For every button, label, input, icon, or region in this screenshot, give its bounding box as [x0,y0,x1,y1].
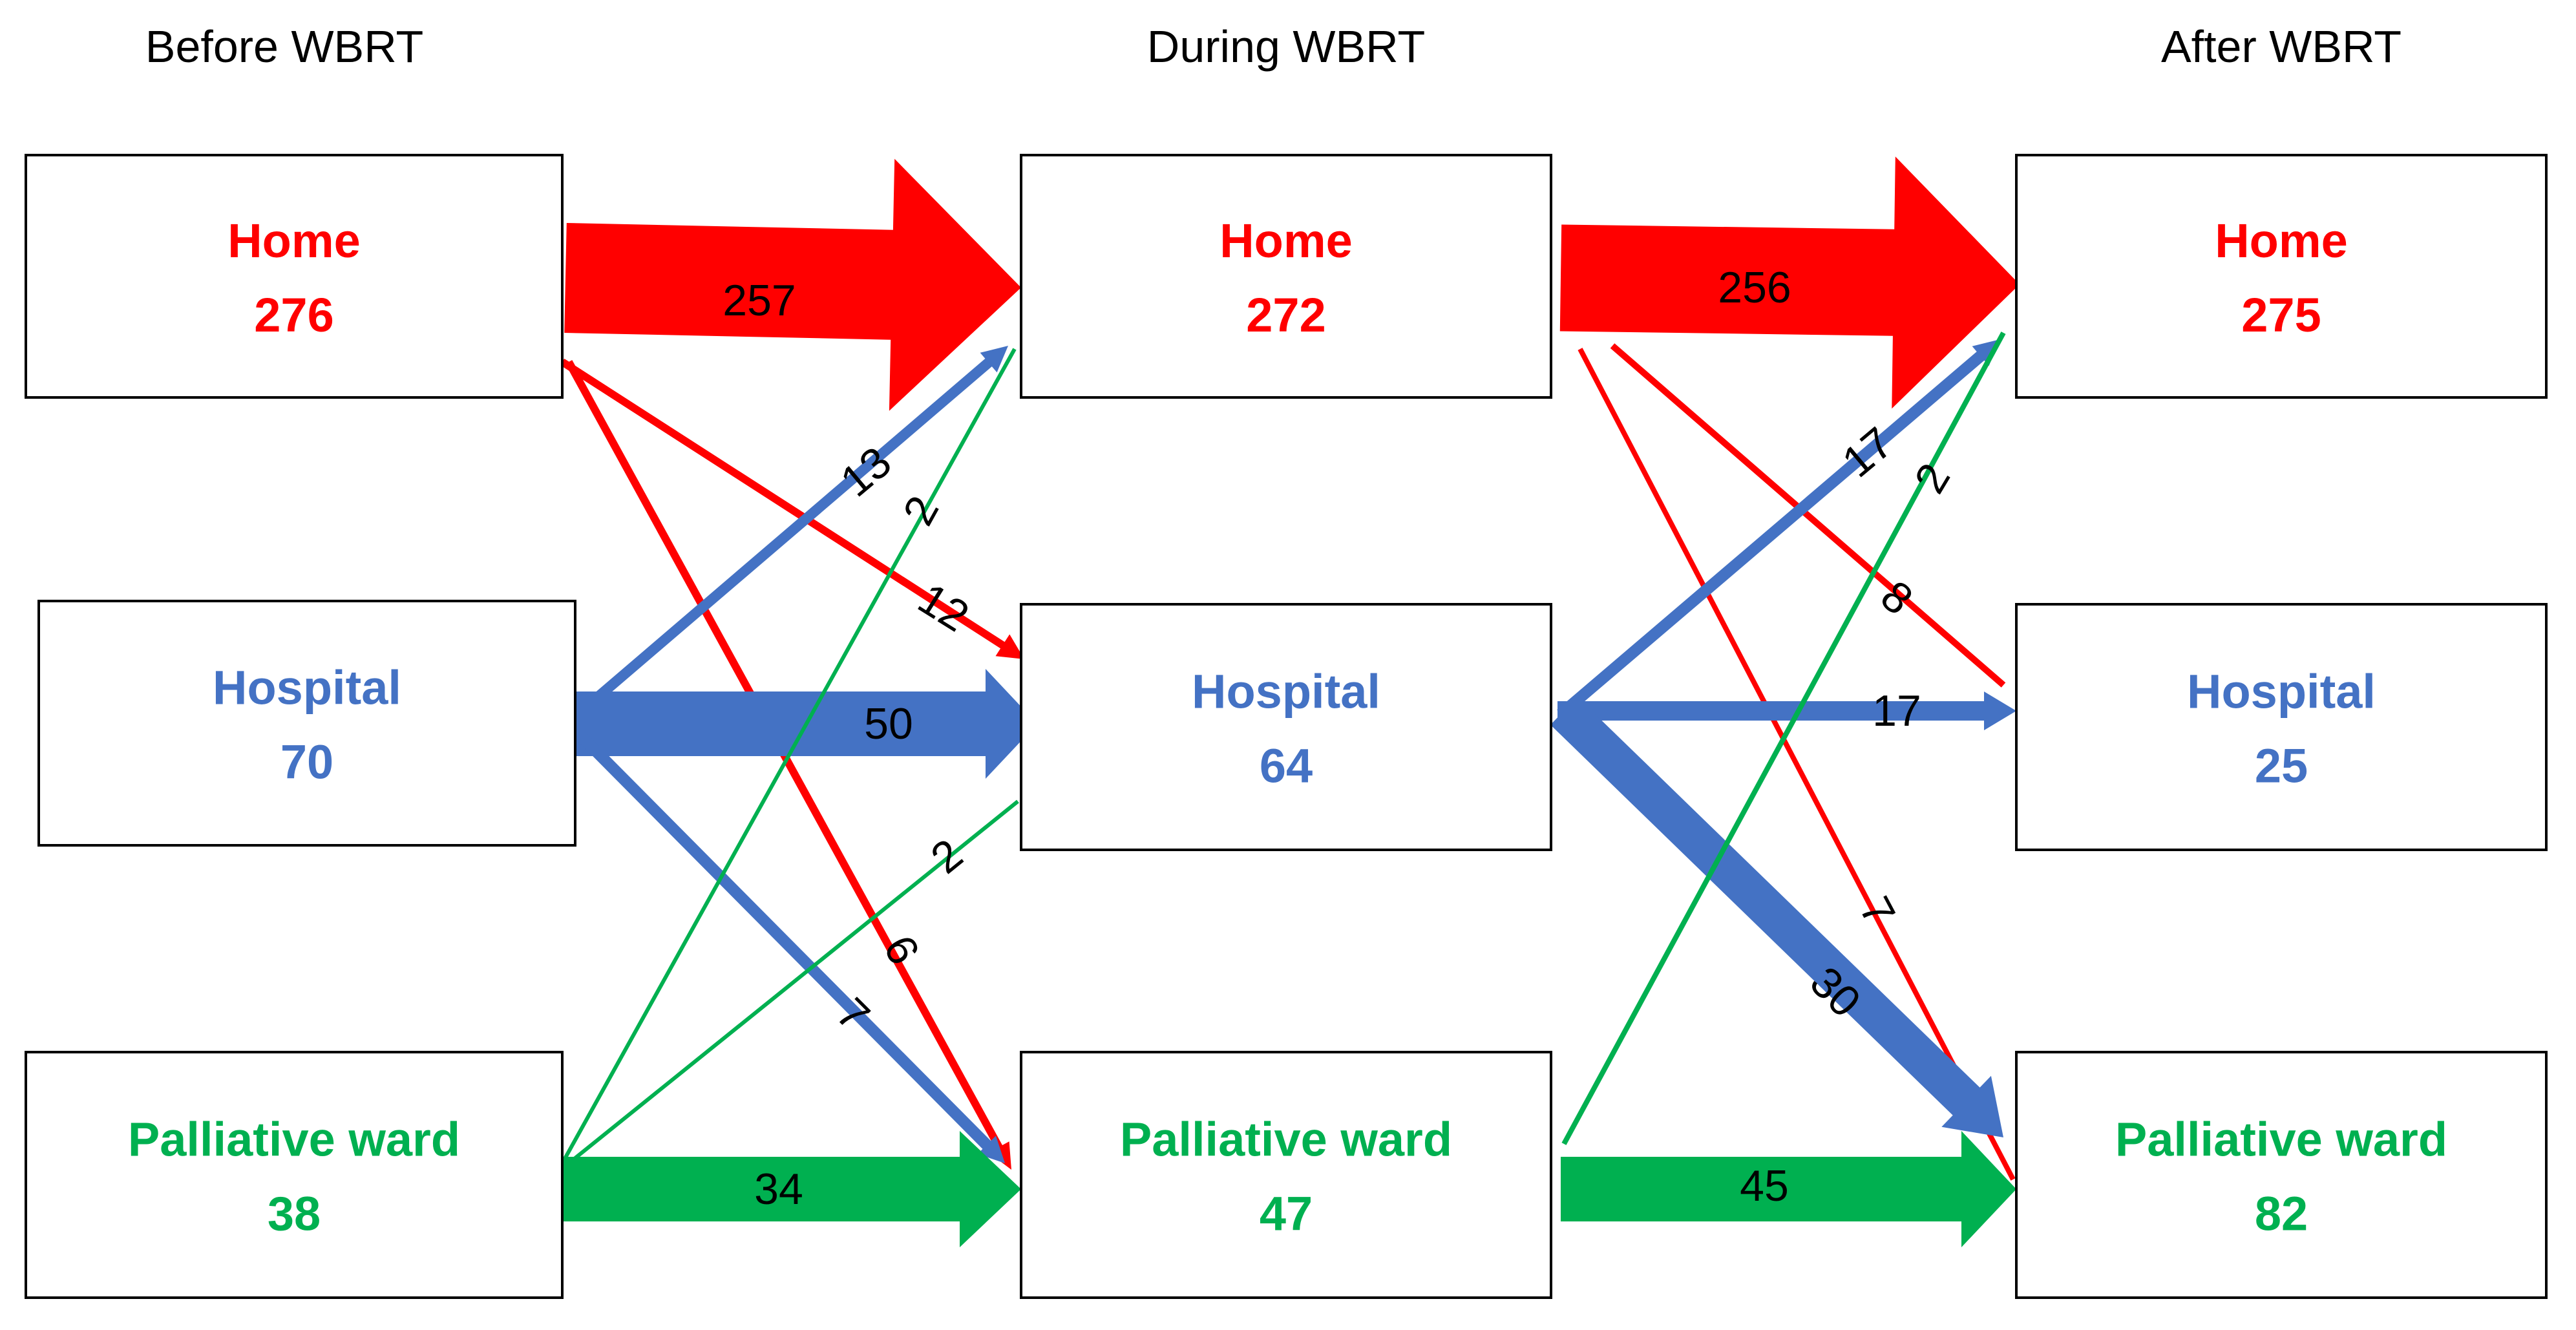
node-hospital-stage-1: Hospital 70 [37,600,576,847]
node-name: Hospital [213,661,401,715]
node-name: Palliative ward [1120,1113,1452,1166]
node-home-stage-3: Home 275 [2015,154,2548,399]
flow-arrow-shape [562,1131,1021,1247]
stage-title: Before WBRT [145,21,424,72]
node-count: 276 [254,288,333,342]
node-count: 275 [2241,288,2321,342]
flow-line [567,799,1019,1165]
node-name: Home [1219,214,1353,268]
flow-arrow-shape [1559,156,2020,409]
node-count: 25 [2255,739,2308,793]
flow-arrow-shape [560,359,1024,659]
node-box [1020,1051,1552,1299]
flow-palliative-to-home-stage-2 [1561,332,2006,1145]
node-palliative-stage-1: Palliative ward 38 [25,1051,564,1299]
node-count: 82 [2255,1187,2308,1241]
node-name: Hospital [1192,665,1380,719]
flow-hospital-to-home-stage-2 [1557,339,2000,719]
titles-layer: Before WBRT During WBRT After WBRT [145,21,2402,72]
flow-arrow-shape [565,360,1011,1170]
flow-palliative-to-palliative-stage-1 [562,1131,1021,1247]
flow-home-to-palliative-stage-2 [1578,348,2016,1181]
flow-hospital-to-palliative-stage-2 [1550,697,2003,1137]
node-hospital-stage-3: Hospital 25 [2015,603,2548,851]
node-box [2015,154,2548,399]
stage-title: During WBRT [1147,21,1425,72]
node-count: 47 [1260,1187,1313,1241]
node-count: 64 [1260,739,1313,793]
stage-title: After WBRT [2161,21,2402,72]
flow-line [560,348,1017,1165]
flow-arrow-shape [1557,339,2000,719]
flow-home-to-home-stage-2 [1559,156,2020,409]
node-name: Hospital [2187,665,2376,719]
node-home-stage-1: Home 276 [25,154,564,399]
flow-palliative-to-palliative-stage-2 [1561,1131,2016,1247]
flow-arrow-shape [564,158,1021,411]
flow-arrow-shape [1550,697,2003,1137]
node-name: Palliative ward [2115,1113,2447,1166]
flow-value-label: 34 [754,1165,803,1214]
node-name: Home [2215,214,2348,268]
node-count: 70 [280,735,333,789]
node-home-stage-2: Home 272 [1020,154,1552,399]
node-box [25,1051,564,1299]
flow-arrow-shape [578,346,1008,715]
flow-value-label: 12 [910,574,977,642]
flow-line [1610,343,2006,688]
flow-value-label: 7 [1850,889,1905,933]
node-palliative-stage-3: Palliative ward 82 [2015,1051,2548,1299]
node-count: 272 [1246,288,1325,342]
node-box [1020,603,1552,851]
flow-value-label: 50 [864,699,913,748]
flow-palliative-to-hospital-stage-1 [567,799,1019,1165]
flow-home-to-home-stage-1 [564,158,1021,411]
flow-hospital-to-hospital-stage-2 [1557,691,2016,730]
node-box [37,600,576,847]
node-box [25,154,564,399]
flow-value-label: 45 [1740,1161,1789,1210]
flow-value-label: 17 [1872,686,1921,735]
node-name: Home [227,214,361,268]
node-box [2015,1051,2548,1299]
flow-home-to-hospital-stage-1 [560,359,1024,659]
node-box [1020,154,1552,399]
flow-home-to-hospital-stage-2 [1610,343,2006,688]
flow-home-to-palliative-stage-1 [565,360,1011,1170]
flow-arrow-shape [1557,691,2016,730]
flow-hospital-to-home-stage-1 [578,346,1008,715]
flow-value-label: 256 [1718,263,1791,312]
node-count: 38 [268,1187,321,1241]
flow-line [1561,332,2006,1145]
node-name: Palliative ward [128,1113,460,1166]
node-hospital-stage-2: Hospital 64 [1020,603,1552,851]
flow-arrow-shape [577,732,1005,1163]
flow-palliative-to-home-stage-1 [560,348,1017,1165]
flow-line [1578,348,2016,1181]
flow-hospital-to-palliative-stage-1 [577,732,1005,1163]
node-box [2015,603,2548,851]
flow-value-label: 2 [894,488,949,533]
flow-arrow-shape [1561,1131,2016,1247]
flow-value-label: 257 [723,276,796,325]
node-palliative-stage-2: Palliative ward 47 [1020,1051,1552,1299]
